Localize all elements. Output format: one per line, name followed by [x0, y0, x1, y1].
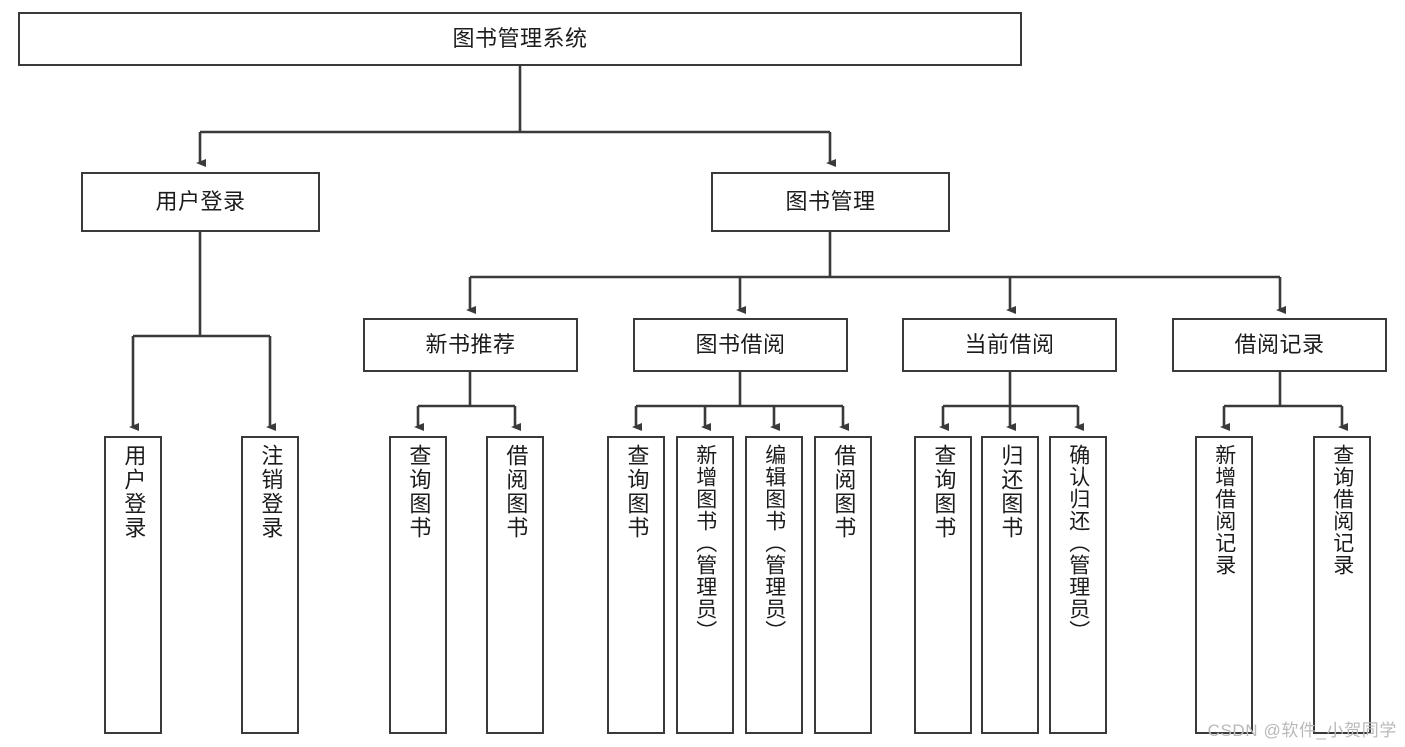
leaf-borrow-book-label: 借阅图书 [831, 444, 857, 540]
leaf-query-book-rec-label: 查询图书 [406, 444, 432, 540]
csdn-watermark: CSDN @软件_小贺同学 [1207, 721, 1397, 740]
node-current-borrow[interactable]: 当前借阅 [902, 318, 1117, 372]
node-borrow-record[interactable]: 借阅记录 [1172, 318, 1387, 372]
node-user-login-label: 用户登录 [155, 189, 246, 215]
node-book-manage[interactable]: 图书管理 [711, 172, 950, 232]
leaf-query-book-current-label: 查询图书 [931, 444, 957, 540]
leaf-add-book-label: 新增图书（管理员） [693, 444, 717, 642]
leaf-edit-book[interactable]: 编辑图书（管理员） [745, 436, 803, 734]
node-book-borrow[interactable]: 图书借阅 [633, 318, 848, 372]
node-current-borrow-label: 当前借阅 [964, 332, 1055, 358]
leaf-user-login[interactable]: 用户登录 [104, 436, 162, 734]
node-root[interactable]: 图书管理系统 [18, 12, 1022, 66]
node-new-book-rec-label: 新书推荐 [425, 332, 516, 358]
leaf-query-book-rec[interactable]: 查询图书 [389, 436, 447, 734]
leaf-return-book[interactable]: 归还图书 [981, 436, 1039, 734]
node-user-login[interactable]: 用户登录 [81, 172, 320, 232]
leaf-query-book-borrow-label: 查询图书 [624, 444, 650, 540]
leaf-user-login-label: 用户登录 [121, 444, 147, 540]
leaf-logout-login-label: 注销登录 [258, 444, 284, 540]
leaf-borrow-book[interactable]: 借阅图书 [814, 436, 872, 734]
node-new-book-rec[interactable]: 新书推荐 [363, 318, 578, 372]
node-book-borrow-label: 图书借阅 [695, 332, 786, 358]
node-root-label: 图书管理系统 [452, 26, 588, 52]
leaf-query-borrow-record[interactable]: 查询借阅记录 [1313, 436, 1371, 734]
leaf-add-borrow-record[interactable]: 新增借阅记录 [1195, 436, 1253, 734]
leaf-borrow-book-rec[interactable]: 借阅图书 [486, 436, 544, 734]
leaf-borrow-book-rec-label: 借阅图书 [503, 444, 529, 540]
node-borrow-record-label: 借阅记录 [1234, 332, 1325, 358]
leaf-logout-login[interactable]: 注销登录 [241, 436, 299, 734]
leaf-add-borrow-record-label: 新增借阅记录 [1212, 444, 1236, 576]
leaf-query-book-borrow[interactable]: 查询图书 [607, 436, 665, 734]
leaf-confirm-return-label: 确认归还（管理员） [1066, 444, 1090, 642]
leaf-confirm-return[interactable]: 确认归还（管理员） [1049, 436, 1107, 734]
leaf-return-book-label: 归还图书 [998, 444, 1024, 540]
node-book-manage-label: 图书管理 [785, 189, 876, 215]
leaf-query-borrow-record-label: 查询借阅记录 [1330, 444, 1354, 576]
leaf-edit-book-label: 编辑图书（管理员） [762, 444, 786, 642]
leaf-add-book[interactable]: 新增图书（管理员） [676, 436, 734, 734]
leaf-query-book-current[interactable]: 查询图书 [914, 436, 972, 734]
